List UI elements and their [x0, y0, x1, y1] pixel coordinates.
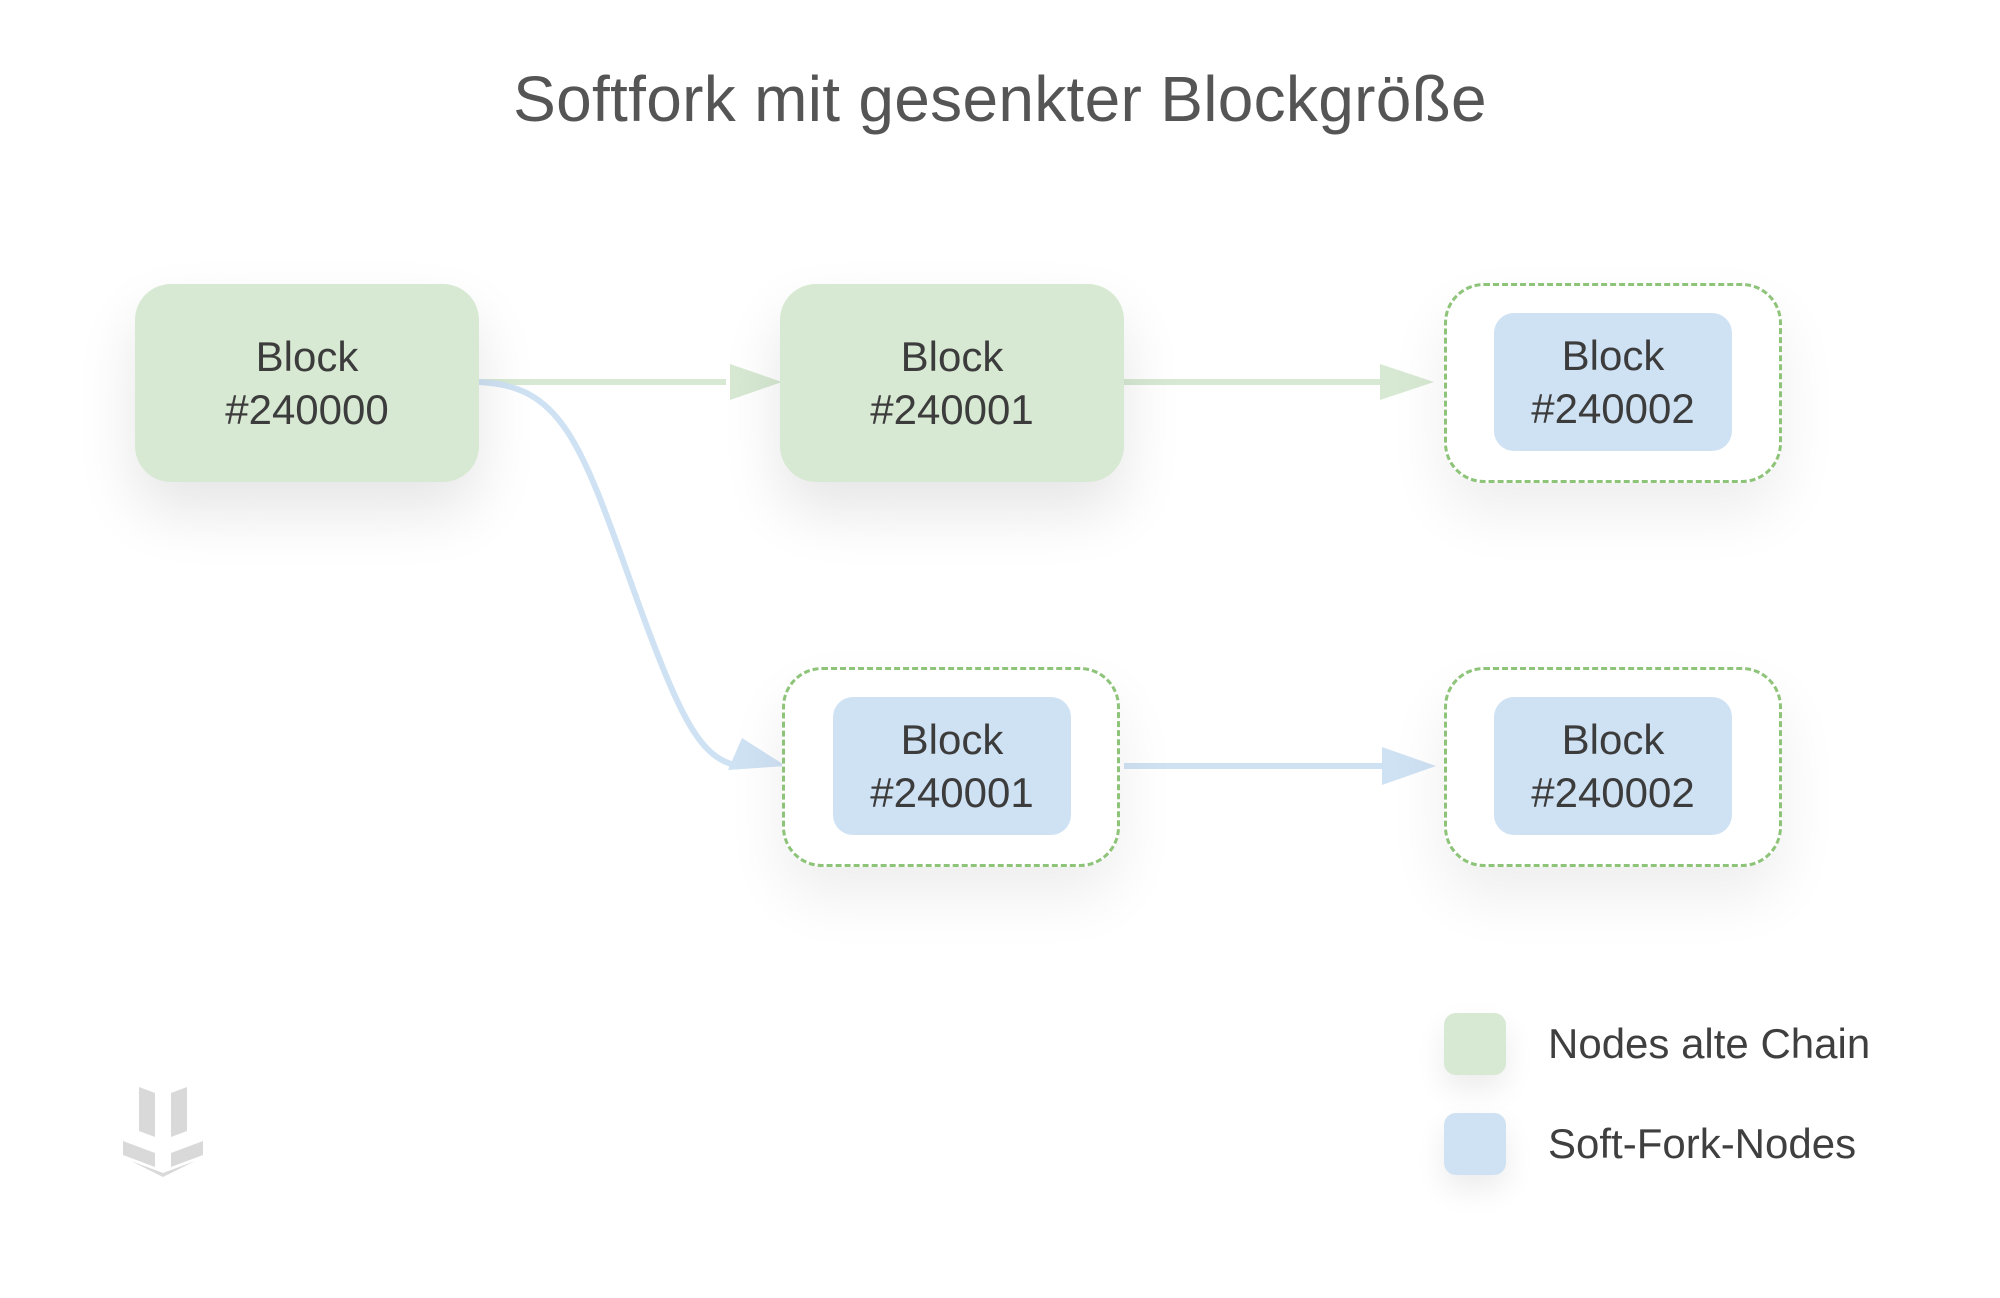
edge-genesis-to-soft-1 [477, 379, 741, 769]
block-label: Block [255, 333, 359, 380]
arrowhead-old-2 [1380, 364, 1434, 400]
block-number: #240001 [870, 386, 1034, 433]
block-label: Block [1561, 332, 1665, 379]
legend-swatch-soft-fork [1444, 1113, 1506, 1175]
block-label: Block [1561, 716, 1665, 763]
block-240002-soft-fork: Block #240002 [1494, 697, 1732, 835]
block-240001-soft-fork: Block #240001 [833, 697, 1071, 835]
block-number: #240002 [1531, 385, 1695, 432]
block-number: #240000 [225, 386, 389, 433]
arrowhead-soft-2 [1382, 747, 1436, 785]
logo-icon [123, 1087, 203, 1177]
legend-swatch-old-chain [1444, 1013, 1506, 1075]
block-number: #240001 [870, 769, 1034, 816]
legend-label-soft-fork: Soft-Fork-Nodes [1548, 1120, 1857, 1167]
block-240000: Block #240000 [135, 284, 479, 482]
block-label: Block [900, 333, 1004, 380]
legend-label-old-chain: Nodes alte Chain [1548, 1020, 1871, 1067]
block-240001-old-chain: Block #240001 [780, 284, 1124, 482]
arrowhead-old-1 [730, 364, 782, 400]
block-number: #240002 [1531, 769, 1695, 816]
arrowhead-soft-1 [728, 738, 786, 770]
diagram-title: Softfork mit gesenkter Blockgröße [513, 63, 1487, 135]
block-240002-old-chain: Block #240002 [1494, 313, 1732, 451]
block-label: Block [900, 716, 1004, 763]
